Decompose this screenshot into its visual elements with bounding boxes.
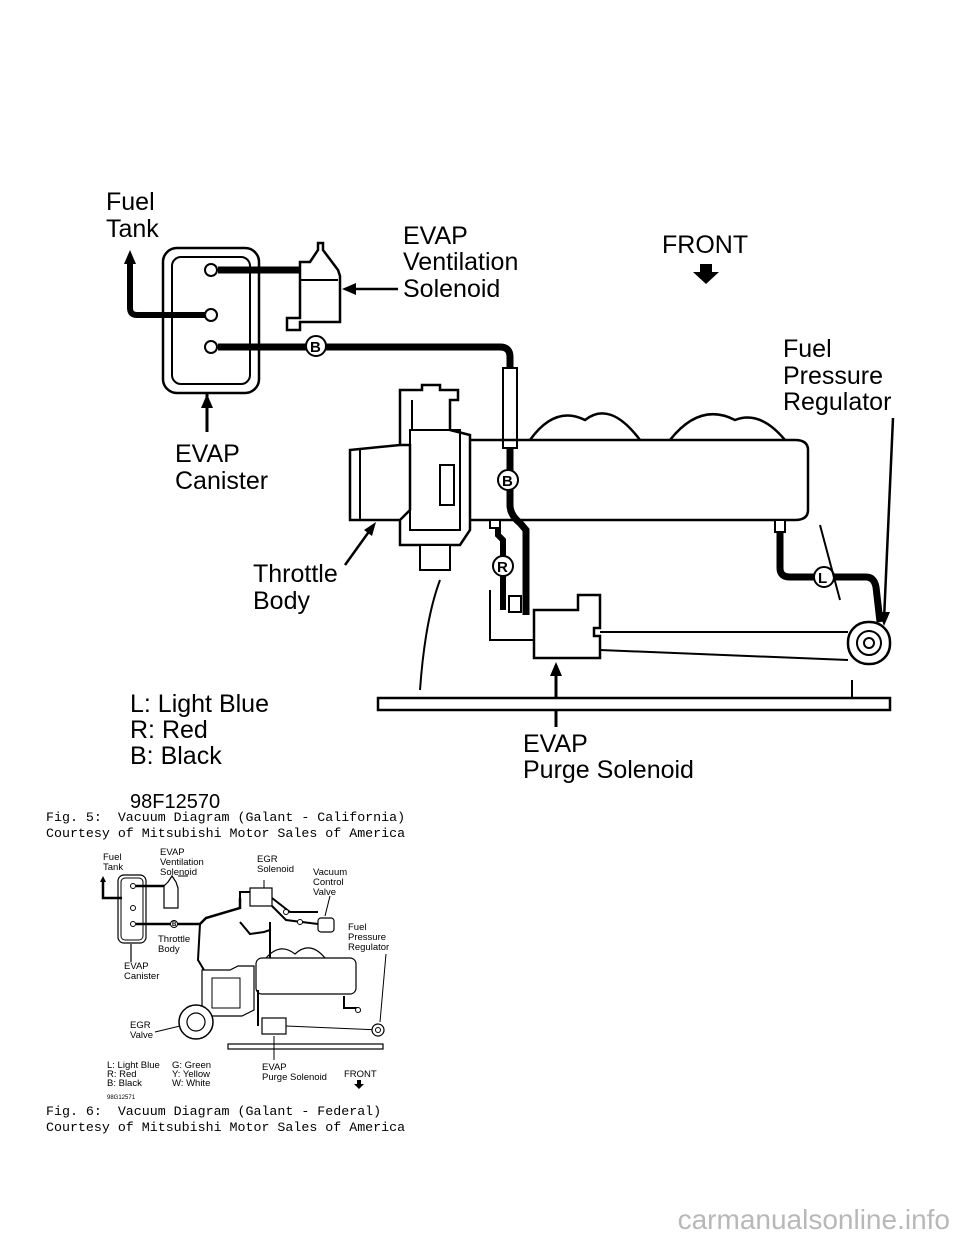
f6-fpr-3: Regulator xyxy=(348,942,389,953)
intake-manifold xyxy=(470,412,810,533)
hose-label-l: L xyxy=(818,570,827,587)
f6-vent-1: EVAP xyxy=(160,847,185,858)
fuel-tank-arrow xyxy=(124,250,205,318)
label-canister-2: Canister xyxy=(175,467,268,495)
label-purge-2: Purge Solenoid xyxy=(523,756,694,784)
figure-5-diagram: Fuel Tank EVAP Ventilation Solenoid FRON… xyxy=(106,188,895,813)
f6-vent-3: Solenoid xyxy=(160,867,197,878)
black-hose: B B xyxy=(218,335,530,615)
f6-legend-w: W: White xyxy=(172,1078,210,1089)
f6-vcv-3: Valve xyxy=(313,887,336,898)
figure-6-caption-line2: Courtesy of Mitsubishi Motor Sales of Am… xyxy=(46,1120,406,1135)
f6-throttle-2: Body xyxy=(158,944,180,955)
f6-purge-1: EVAP xyxy=(262,1062,287,1073)
f6-fuel-1: Fuel xyxy=(103,852,121,863)
light-blue-hose: L xyxy=(776,417,895,626)
f6-legend-r: R: Red xyxy=(107,1069,137,1080)
label-evap-vent-1: EVAP xyxy=(403,222,468,250)
figure-6-diagram: Fuel Tank EVAP Ventilation Solenoid EGR … xyxy=(0,840,960,1102)
f6-purge-2: Purge Solenoid xyxy=(262,1072,327,1083)
f6-vent-2: Ventilation xyxy=(160,857,204,868)
throttle-body xyxy=(343,383,472,571)
figure-5-caption: Fig. 5: Vacuum Diagram (Galant - Califor… xyxy=(46,810,405,842)
f6-fpr-2: Pressure xyxy=(348,932,386,943)
f6-legend-y: Y: Yellow xyxy=(172,1069,210,1080)
label-evap-vent-3: Solenoid xyxy=(403,275,500,303)
f6-code: 98G12571 xyxy=(107,1095,136,1101)
label-fpr-3: Regulator xyxy=(783,388,891,416)
hose-label-b1: B xyxy=(310,339,321,356)
hose-label-r: R xyxy=(497,559,508,576)
f6-front: FRONT xyxy=(344,1069,377,1080)
evap-purge-solenoid xyxy=(376,524,892,727)
f6-canister-2: Canister xyxy=(124,971,159,982)
watermark: carmanualsonline.info xyxy=(677,1204,950,1235)
f6-vcv-1: Vacuum xyxy=(313,867,347,878)
legend-red: R: Red xyxy=(130,716,208,744)
f6-hoses: B xyxy=(136,880,335,971)
f6-legend-l: L: Light Blue xyxy=(107,1060,160,1071)
f6-egr-sol-2: Solenoid xyxy=(257,864,294,875)
figure-5-caption-line1: Fig. 5: Vacuum Diagram (Galant - Califor… xyxy=(46,810,406,825)
label-fpr-2: Pressure xyxy=(783,362,883,390)
f6-egr-valve-1: EGR xyxy=(130,1020,151,1031)
legend-black: B: Black xyxy=(130,742,222,770)
hose-label-b2: B xyxy=(502,473,513,490)
front-arrow-icon xyxy=(693,264,719,284)
label-throttle-1: Throttle xyxy=(253,560,338,588)
label-front: FRONT xyxy=(662,231,748,259)
figure-6-caption: Fig. 6: Vacuum Diagram (Galant - Federal… xyxy=(46,1104,405,1136)
f6-front-arrow-icon xyxy=(354,1080,364,1089)
f6-hose-b: B xyxy=(172,922,177,928)
f6-evap-canister xyxy=(100,874,147,962)
f6-egr-valve-2: Valve xyxy=(130,1030,153,1041)
evap-ventilation-solenoid xyxy=(218,241,398,332)
f6-vent-solenoid xyxy=(136,874,188,909)
fuel-pressure-regulator xyxy=(846,620,892,666)
red-hose: R xyxy=(492,526,522,613)
f6-fpr-1: Fuel xyxy=(348,922,366,933)
label-fuel-tank-2: Tank xyxy=(106,215,159,243)
f6-canister-1: EVAP xyxy=(124,961,149,972)
label-throttle-2: Body xyxy=(253,587,310,615)
f6-throttle-1: Throttle xyxy=(158,934,190,945)
label-fpr-1: Fuel xyxy=(783,335,832,363)
f6-egr-sol-1: EGR xyxy=(257,854,278,865)
label-purge-1: EVAP xyxy=(523,730,588,758)
evap-canister xyxy=(161,246,261,432)
f6-vcv-2: Control xyxy=(313,877,344,888)
f6-engine xyxy=(154,947,387,1060)
label-evap-vent-2: Ventilation xyxy=(403,248,518,276)
figure-6-caption-line1: Fig. 6: Vacuum Diagram (Galant - Federal… xyxy=(46,1104,382,1119)
f6-legend-g: G: Green xyxy=(172,1060,211,1071)
label-canister-1: EVAP xyxy=(175,440,240,468)
f6-fuel-2: Tank xyxy=(103,862,123,873)
figure-code: 98F12570 xyxy=(130,791,220,812)
label-fuel-tank-1: Fuel xyxy=(106,188,155,216)
f6-legend-b: B: Black xyxy=(107,1078,142,1089)
figure-5-caption-line2: Courtesy of Mitsubishi Motor Sales of Am… xyxy=(46,826,406,841)
legend-light-blue: L: Light Blue xyxy=(130,690,269,718)
